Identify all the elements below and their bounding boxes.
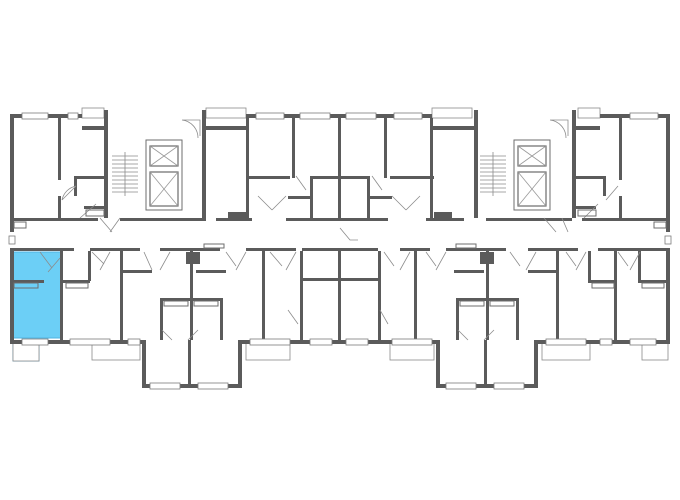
south-partitions [14, 251, 666, 340]
stair-core-west [112, 119, 201, 211]
balconies [12, 107, 669, 362]
fixtures [13, 209, 667, 307]
corridor-walls [14, 218, 666, 251]
stair-core-east [480, 119, 569, 211]
north-partitions [58, 118, 622, 218]
doors [39, 175, 641, 341]
windows [8, 112, 672, 390]
